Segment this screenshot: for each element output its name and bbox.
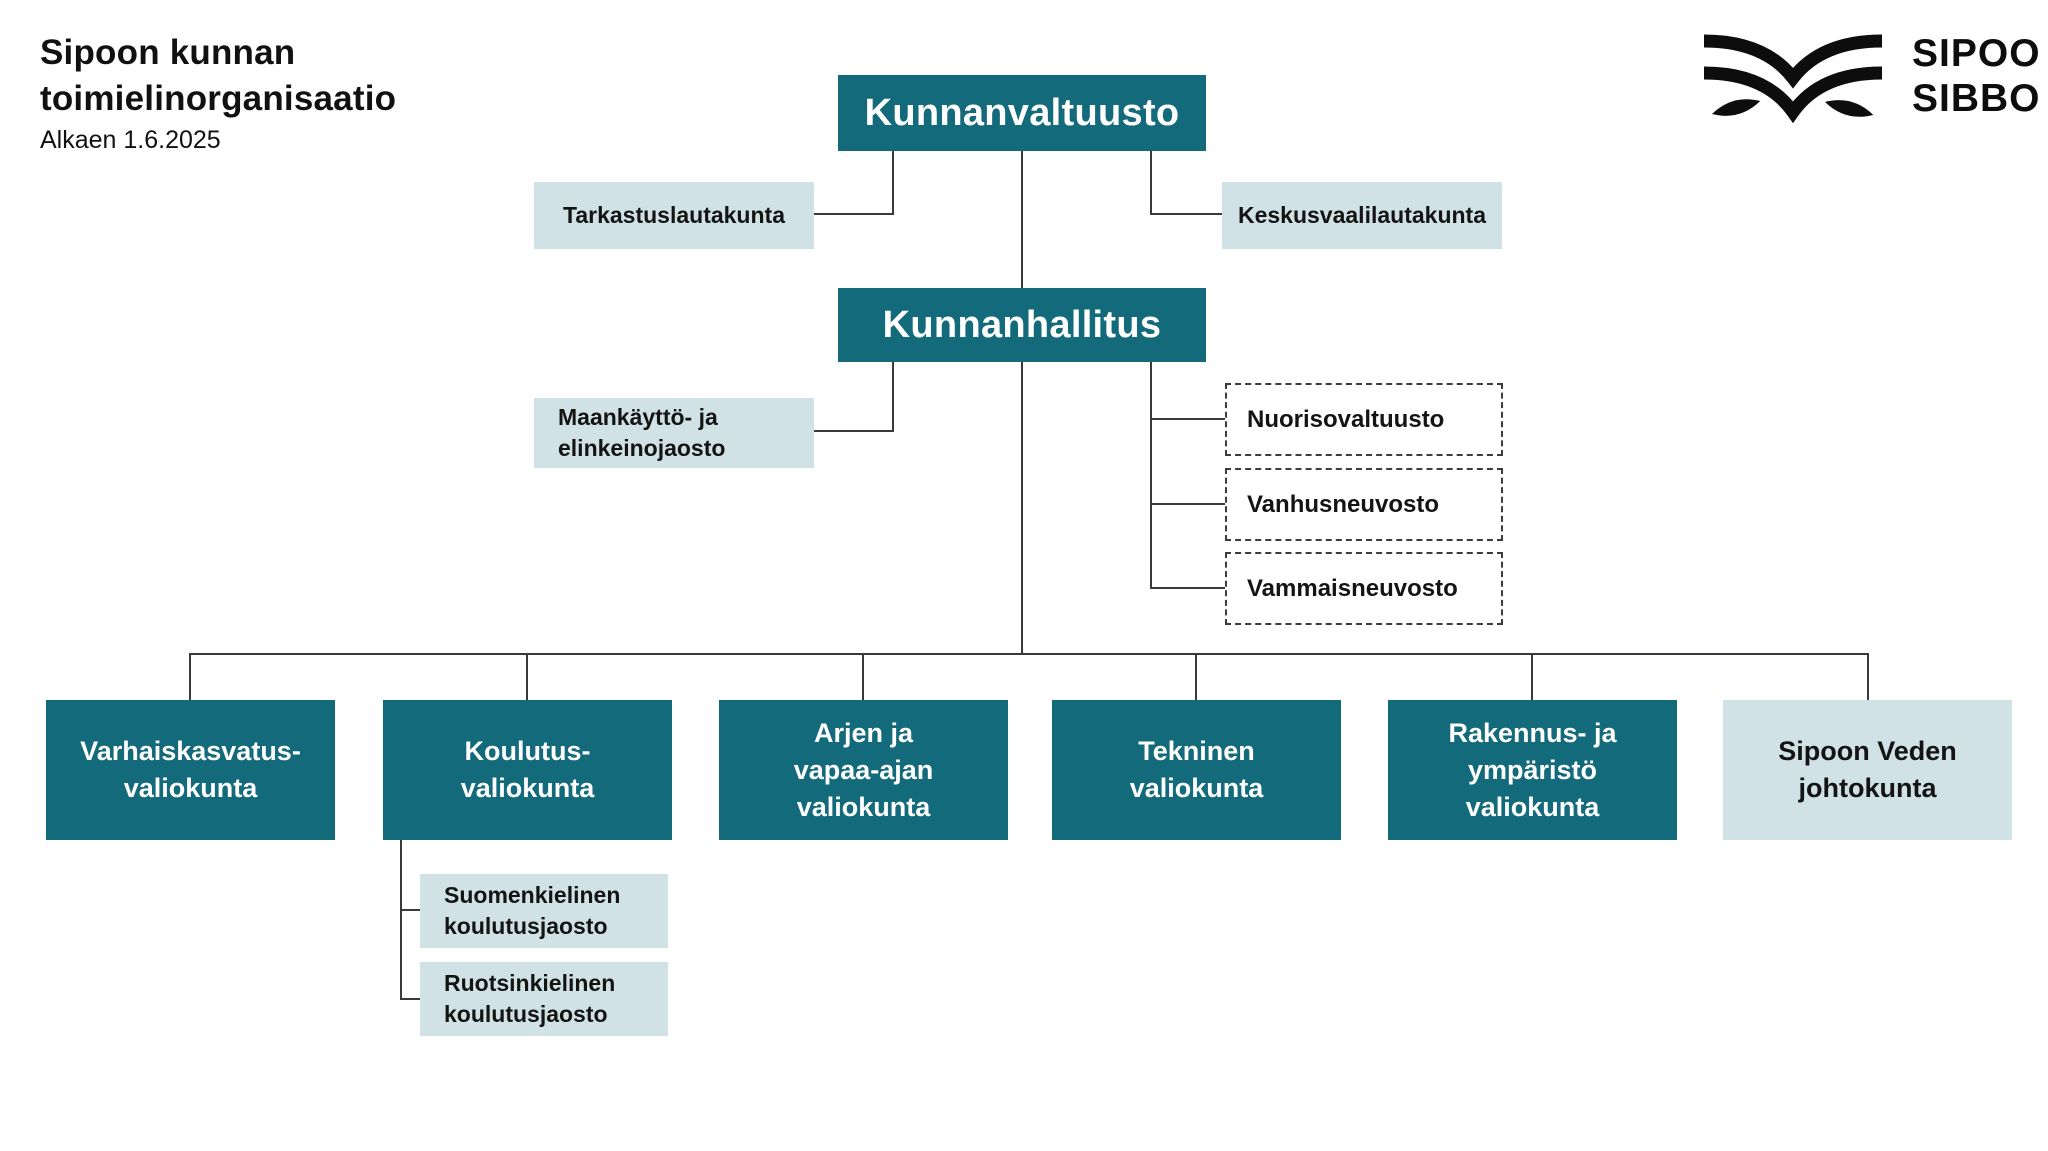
connector-council-right-drop [1150, 151, 1152, 215]
connector-council-to-board-trunk [1021, 151, 1023, 288]
connector-council-to-keskusvaalilautakunta [1150, 213, 1222, 215]
sipoo-bird-logo-icon [1703, 34, 1883, 124]
page-subtitle: Alkaen 1.6.2025 [40, 126, 221, 154]
ruotsinkielinen-koulutusjaosto-box: Ruotsinkielinen koulutusjaosto [420, 962, 668, 1036]
connector-drop-tekninen [1195, 653, 1197, 700]
connector-board-to-nuorisovaltuusto [1150, 418, 1225, 420]
connector-board-to-maankaytto [814, 430, 894, 432]
rakennus-ja-ymparisto-valiokunta-box: Rakennus- ja ympäristö valiokunta [1388, 700, 1677, 840]
connector-drop-koulutus [526, 653, 528, 700]
connector-council-left-drop [892, 151, 894, 215]
tarkastuslautakunta-box: Tarkastuslautakunta [534, 182, 814, 249]
connector-committees-distribution-line [189, 653, 1869, 655]
varhaiskasvatusvaliokunta-box: Varhaiskasvatus- valiokunta [46, 700, 335, 840]
sipoo-logo: SIPOO SIBBO [1700, 26, 2041, 126]
keskusvaalilautakunta-box: Keskusvaalilautakunta [1222, 182, 1502, 249]
page-title: Sipoon kunnan toimielinorganisaatio [40, 33, 397, 118]
connector-council-to-tarkastuslautakunta [814, 213, 894, 215]
connector-drop-varhaiskasvatus [189, 653, 191, 700]
connector-drop-sipoon-veden [1867, 653, 1869, 700]
arjen-ja-vapaa-ajan-valiokunta-box: Arjen ja vapaa-ajan valiokunta [719, 700, 1008, 840]
koulutusvaliokunta-box: Koulutus- valiokunta [383, 700, 672, 840]
kunnanvaltuusto-box: Kunnanvaltuusto [838, 75, 1206, 151]
connector-drop-arjen [862, 653, 864, 700]
logo-wordmark: SIPOO SIBBO [1912, 31, 2041, 121]
connector-koulutus-subsections-trunk [400, 840, 402, 1000]
sipoon-veden-johtokunta-box: Sipoon Veden johtokunta [1723, 700, 2012, 840]
connector-drop-rakennus [1531, 653, 1533, 700]
maankaytto-ja-elinkeinojaosto-box: Maankäyttö- ja elinkeinojaosto [534, 398, 814, 468]
connector-to-ruotsinkielinen [400, 998, 420, 1000]
suomenkielinen-koulutusjaosto-box: Suomenkielinen koulutusjaosto [420, 874, 668, 948]
logo-name-fi: SIPOO [1912, 32, 2041, 75]
connector-board-right-drop [1150, 362, 1152, 589]
logo-name-sv: SIBBO [1912, 77, 2041, 120]
connector-board-to-committees-trunk [1021, 362, 1023, 654]
nuorisovaltuusto-box: Nuorisovaltuusto [1225, 383, 1503, 456]
tekninen-valiokunta-box: Tekninen valiokunta [1052, 700, 1341, 840]
kunnanhallitus-box: Kunnanhallitus [838, 288, 1206, 362]
connector-board-to-vanhusneuvosto [1150, 503, 1225, 505]
vanhusneuvosto-box: Vanhusneuvosto [1225, 468, 1503, 541]
vammaisneuvosto-box: Vammaisneuvosto [1225, 552, 1503, 625]
connector-to-suomenkielinen [400, 909, 420, 911]
connector-board-to-vammaisneuvosto [1150, 587, 1225, 589]
connector-board-left-drop [892, 362, 894, 432]
